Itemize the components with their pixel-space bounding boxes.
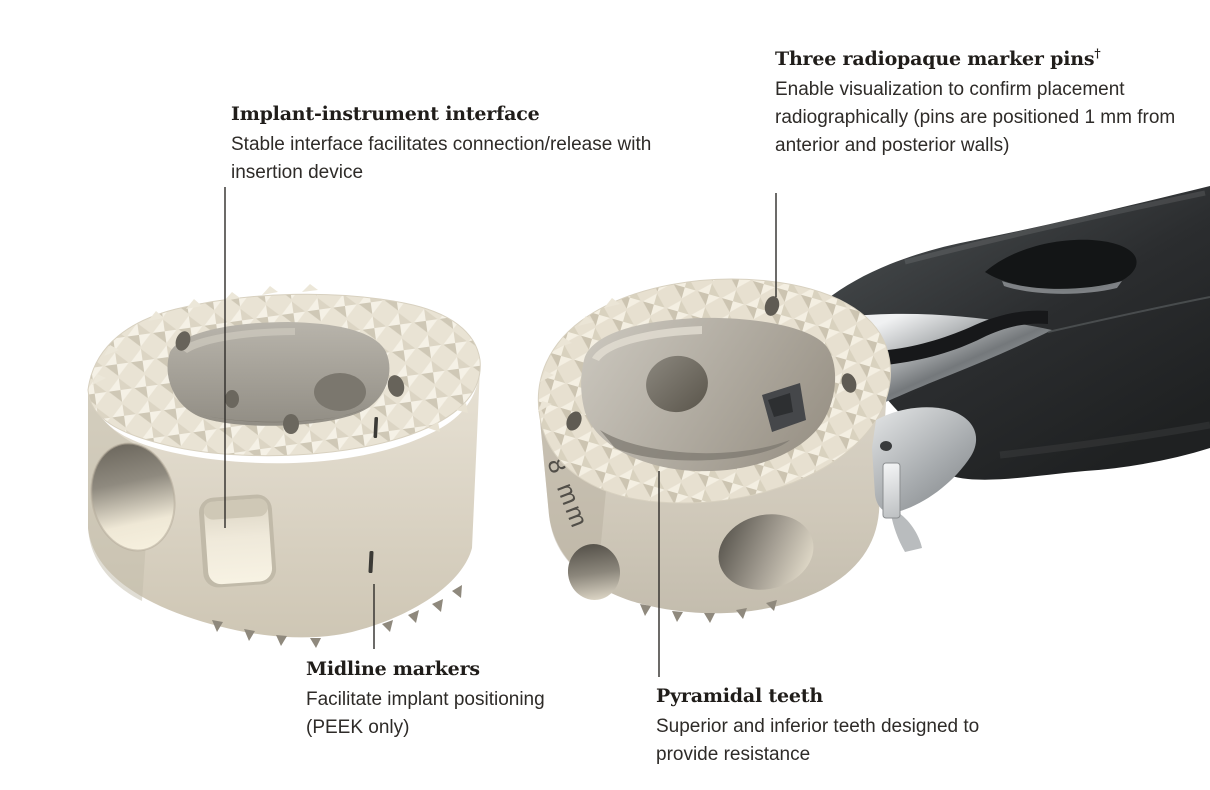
callout-description-radiopaque-marker-pins: Enable visualization to confirm placemen… <box>775 79 1176 156</box>
instrument-jaw-lower-tip <box>891 511 922 552</box>
callout-pyramidal-teeth: Pyramidal teeth Superior and inferior te… <box>656 684 1034 769</box>
left-implant-lateral-hole <box>90 442 176 552</box>
left-implant-inferior-teeth <box>212 585 462 648</box>
callout-radiopaque-marker-pins: Three radiopaque marker pins† Enable vis… <box>775 47 1177 160</box>
right-implant-edge-spikes <box>538 298 620 412</box>
left-implant-pin-holes <box>175 331 405 397</box>
callout-midline-markers: Midline markers Facilitate implant posit… <box>306 657 598 742</box>
right-implant-opening <box>581 317 836 472</box>
left-implant-opening <box>167 322 390 434</box>
right-implant-front-hole-large <box>718 514 814 590</box>
instrument-jaw-shadow <box>880 441 892 451</box>
right-implant-wall-shade <box>540 420 608 584</box>
right-implant-pin-holes <box>566 296 857 431</box>
instrument-jaw <box>872 407 977 552</box>
instrument-jaw-tab <box>882 462 901 519</box>
right-implant-inferior-teeth <box>640 600 777 623</box>
instrument-sheen-top <box>904 190 1206 265</box>
left-implant <box>87 284 481 648</box>
left-implant-edge-spikes <box>92 284 468 432</box>
instrument-slot <box>856 310 1048 367</box>
right-implant-inner-hole <box>646 355 708 413</box>
callout-title-implant-instrument-interface: Implant-instrument interface <box>231 103 540 125</box>
insertion-instrument <box>826 186 1210 480</box>
callout-title-pyramidal-teeth: Pyramidal teeth <box>656 685 823 707</box>
instrument-teardrop-cutout <box>985 239 1137 292</box>
callout-description-midline-markers: Facilitate implant positioning (PEEK onl… <box>306 689 545 738</box>
left-implant-wall <box>88 368 480 638</box>
right-implant-front-hole-small <box>567 544 621 600</box>
callout-title-midline-markers: Midline markers <box>306 658 480 680</box>
right-implant: 8 mm <box>537 278 891 623</box>
callout-description-pyramidal-teeth: Superior and inferior teeth designed to … <box>656 716 980 765</box>
instrument-shaft-steel <box>853 313 1052 404</box>
instrument-sheen <box>999 421 1210 459</box>
callout-description-implant-instrument-interface: Stable interface facilitates connection/… <box>231 134 652 183</box>
callout-implant-instrument-interface: Implant-instrument interface Stable inte… <box>231 102 663 187</box>
instrument-cutout-highlight <box>1002 281 1122 294</box>
callout-title-text: Three radiopaque marker pins <box>775 48 1095 70</box>
callout-title-radiopaque-marker-pins: Three radiopaque marker pins† <box>775 47 1177 71</box>
left-implant-interface-slot <box>199 494 277 588</box>
instrument-seam <box>1047 296 1210 333</box>
left-implant-midline-marks <box>368 416 379 574</box>
dagger-footnote-mark: † <box>1094 46 1101 61</box>
